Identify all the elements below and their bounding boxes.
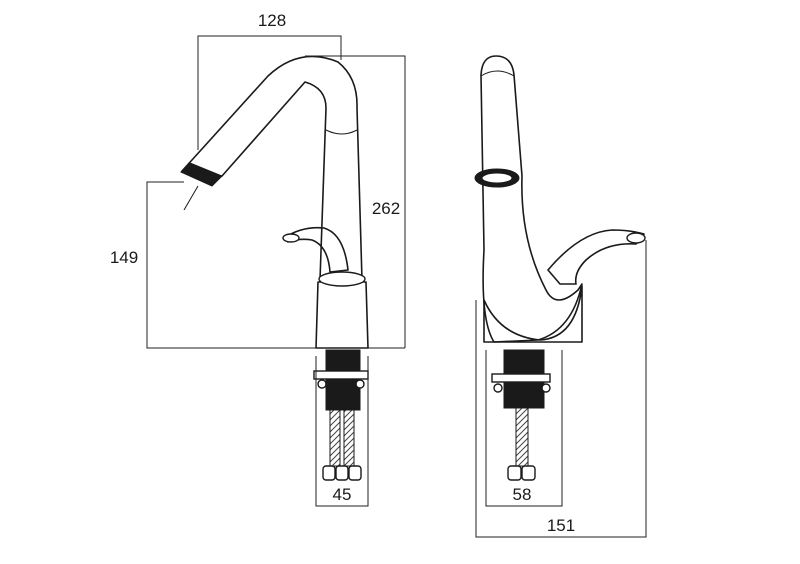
front-view [180, 55, 369, 481]
side-mount-washer [491, 373, 551, 383]
front-mount-washer [313, 370, 369, 380]
dim-line-45 [315, 356, 369, 507]
side-hose [515, 407, 529, 467]
front-flow-line [183, 185, 199, 211]
side-bolt-left [493, 383, 503, 393]
front-bolt-right [355, 379, 365, 389]
dim-line-128 [197, 35, 342, 150]
front-base-body [315, 281, 369, 349]
front-handle-tip [282, 233, 300, 243]
dimension-label-side-body: 58 [513, 485, 532, 504]
dim-line-151 [475, 240, 647, 538]
side-view [474, 55, 646, 481]
side-spout-aerator [481, 172, 513, 184]
dimension-label-spout-reach: 128 [258, 11, 286, 30]
front-hose-nuts [322, 465, 362, 481]
dimension-label-side-width: 151 [547, 516, 575, 535]
side-body [480, 55, 583, 343]
side-hose-nuts [507, 465, 536, 481]
side-base [483, 285, 583, 343]
dim-line-262 [305, 55, 406, 348]
dimension-label-spout-height: 149 [110, 248, 138, 267]
side-bolt-right [541, 383, 551, 393]
dim-line-149 [146, 181, 405, 349]
front-handle-lever [283, 226, 349, 273]
front-body-band [325, 129, 358, 135]
side-handle-tip [626, 232, 646, 244]
front-mount-shank [325, 349, 361, 411]
front-spout [181, 55, 363, 281]
front-bolt-left [317, 379, 327, 389]
dimension-label-total-height: 262 [372, 199, 400, 218]
dim-line-58 [485, 350, 563, 507]
front-handle-socket [318, 271, 366, 287]
front-hose-left [329, 409, 341, 467]
side-handle [547, 229, 645, 285]
dimension-lines [146, 35, 647, 538]
front-hose-right [343, 409, 355, 467]
front-spout-tip [180, 162, 223, 187]
dimension-label-front-body: 45 [333, 485, 352, 504]
side-top-cap [480, 70, 515, 77]
